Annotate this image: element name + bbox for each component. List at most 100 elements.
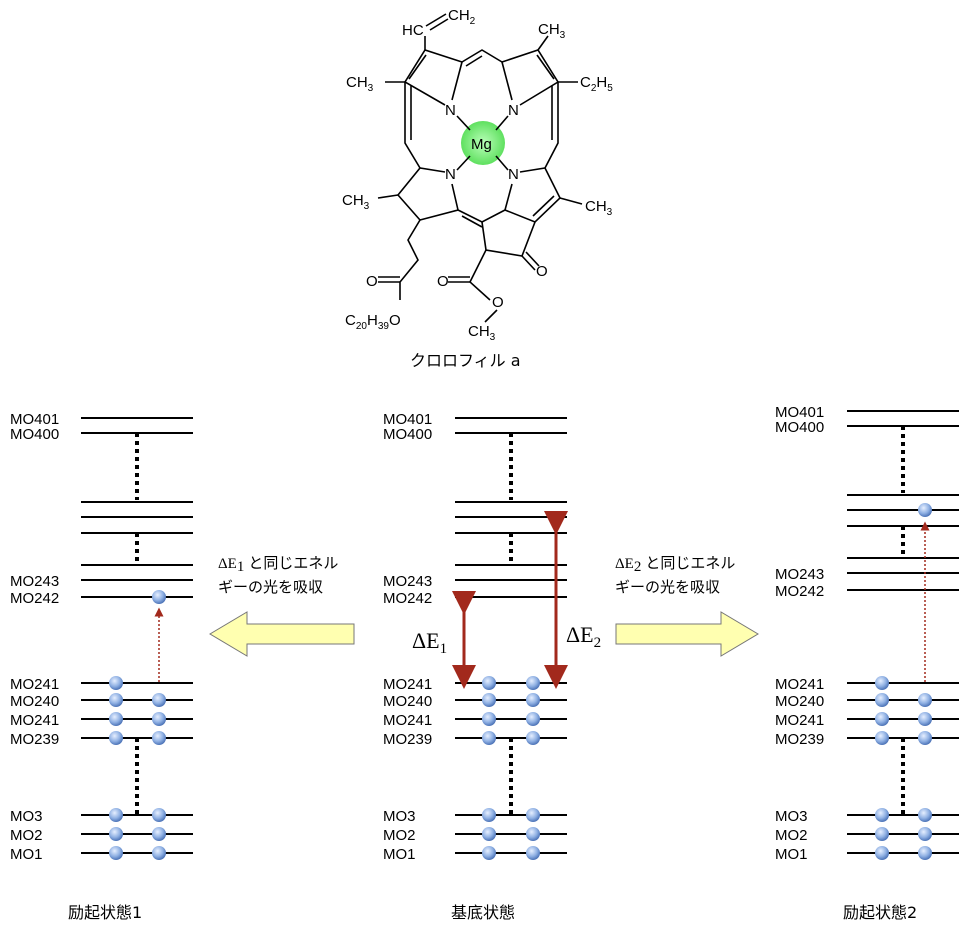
electron [482,731,496,745]
level-label: MO243 [383,573,432,590]
ethyl-group: C2H5 [580,74,613,94]
electron [152,827,166,841]
level-label: MO239 [10,731,59,748]
electron [109,693,123,707]
panel-caption: 励起状態1 [68,903,142,922]
level-label: MO400 [775,419,824,436]
electron [526,808,540,822]
methyl-bottom-right: CH3 [585,198,613,218]
level-label: MO401 [383,411,432,428]
electron [109,712,123,726]
electron [152,808,166,822]
panel-excited-1: MO401 MO400 MO243 MO242 MO241 MO240 MO24… [10,411,193,922]
delta-e2-label: ΔE2 [566,622,601,651]
level-label: MO243 [10,573,59,590]
level-label: MO242 [775,583,824,600]
electron [875,712,889,726]
panel-excited-2: MO401 MO400 MO243 MO242 MO241 MO240 MO24… [775,404,959,922]
electron [526,846,540,860]
molecule-name: クロロフィル a [410,351,521,370]
panel-ground-state: MO401 MO400 MO243 MO242 MO241 MO240 MO24… [383,411,601,922]
electron [152,693,166,707]
electron [482,846,496,860]
methyl-bottom-left: CH3 [342,192,370,212]
level-label: MO239 [775,731,824,748]
ester-carbonyl-o-right: O [437,273,449,290]
electron [482,712,496,726]
electron [109,827,123,841]
nitrogen-top-left: N [445,102,456,119]
left-transition-arrow [209,611,355,657]
level-label: MO1 [10,846,43,863]
electron [918,731,932,745]
electron [875,827,889,841]
electron [152,590,166,604]
electron [152,731,166,745]
level-label: MO241 [10,676,59,693]
level-label: MO240 [10,693,59,710]
nitrogen-bottom-left: N [445,166,456,183]
chlorophyll-structure: Mg N N N N O [342,7,613,343]
electron [109,676,123,690]
electron [109,846,123,860]
electron [918,846,932,860]
mg-atom-highlight [461,121,505,165]
level-label: MO2 [383,827,416,844]
level-label: MO242 [10,590,59,607]
level-label: MO240 [775,693,824,710]
methyl-left: CH3 [346,74,374,94]
level-label: MO241 [10,712,59,729]
level-label: MO241 [383,676,432,693]
electron [152,712,166,726]
vinyl-hc: HC [402,22,424,39]
right-transition-arrow [615,611,759,657]
level-label: MO241 [383,712,432,729]
electron [482,676,496,690]
electron [875,808,889,822]
level-label: MO400 [10,426,59,443]
panel-caption: 基底状態 [451,903,515,922]
left-absorb-text-2: ギーの光を吸収 [218,578,323,596]
level-label: MO3 [775,808,808,825]
level-label: MO241 [775,676,824,693]
electron [918,712,932,726]
level-label: MO401 [10,411,59,428]
electron [526,712,540,726]
level-label: MO243 [775,566,824,583]
level-label: MO240 [383,693,432,710]
level-label: MO2 [775,827,808,844]
electron [482,808,496,822]
methyl-top-right: CH3 [538,21,566,41]
level-label: MO239 [383,731,432,748]
electron [875,676,889,690]
electron [152,846,166,860]
electron [526,693,540,707]
electron [526,827,540,841]
electron [526,731,540,745]
ester-carbonyl-o-left: O [366,273,378,290]
ester-ether-o-right: O [492,294,504,311]
vinyl-ch2: CH2 [448,7,476,27]
level-label: MO401 [775,404,824,421]
level-label: MO2 [10,827,43,844]
ketone-oxygen: O [536,263,548,280]
electron [109,731,123,745]
electron [918,808,932,822]
level-label: MO1 [383,846,416,863]
electron [482,693,496,707]
level-label: MO242 [383,590,432,607]
level-label: MO241 [775,712,824,729]
phytyl-ester: C20H39O [345,312,401,332]
level-label: MO400 [383,426,432,443]
delta-e1-label: ΔE1 [412,628,447,657]
electron [875,731,889,745]
mg-label: Mg [471,136,492,153]
right-absorb-text-2: ギーの光を吸収 [615,578,720,596]
level-label: MO3 [10,808,43,825]
methoxy-ch3: CH3 [468,323,496,343]
level-label: MO1 [775,846,808,863]
nitrogen-top-right: N [508,102,519,119]
electron [875,693,889,707]
